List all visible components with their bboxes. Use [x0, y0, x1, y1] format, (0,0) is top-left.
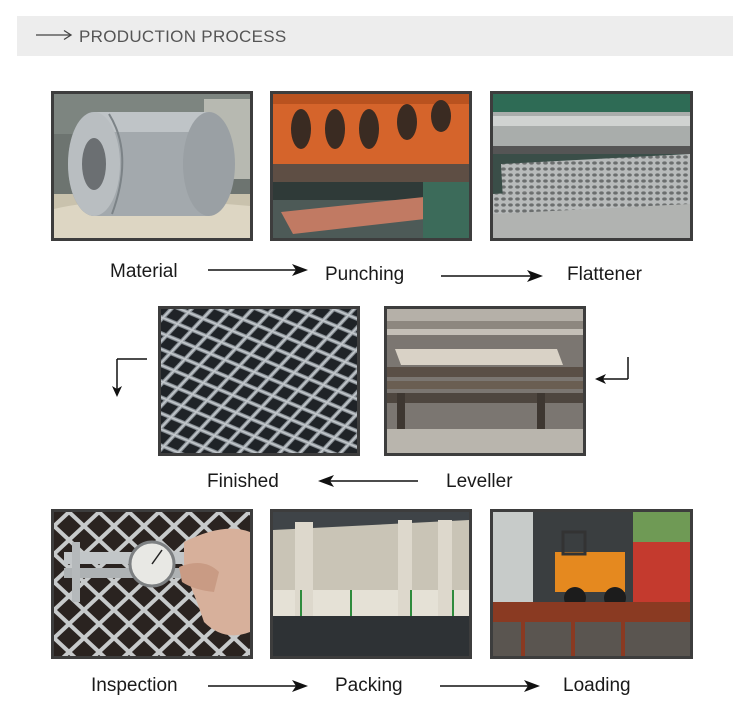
left-arrow-icon [318, 475, 418, 487]
finished-photo [158, 306, 360, 456]
long-right-arrow-icon [36, 29, 73, 41]
right-arrow-icon [441, 270, 543, 282]
step-label-loading: Loading [563, 675, 631, 696]
material-photo [51, 91, 253, 241]
inspection-photo [51, 509, 253, 659]
section-title: PRODUCTION PROCESS [79, 27, 287, 46]
step-label-leveller: Leveller [446, 471, 513, 492]
right-arrow-icon [440, 680, 540, 692]
punching-photo [270, 91, 472, 241]
step-label-inspection: Inspection [91, 675, 178, 696]
flattener-photo [490, 91, 693, 241]
step-label-material: Material [110, 261, 178, 282]
section-header: PRODUCTION PROCESS [17, 16, 733, 56]
right-arrow-icon [208, 264, 308, 276]
leveller-photo [384, 306, 586, 456]
step-label-finished: Finished [207, 471, 279, 492]
step-label-punching: Punching [325, 264, 405, 285]
right-arrow-icon [208, 680, 308, 692]
loading-photo [490, 509, 693, 659]
left-turn-arrow-icon [595, 357, 629, 384]
packing-photo [270, 509, 472, 659]
step-label-flattener: Flattener [567, 264, 642, 285]
down-turn-arrow-icon [112, 358, 147, 397]
step-label-packing: Packing [335, 675, 403, 696]
